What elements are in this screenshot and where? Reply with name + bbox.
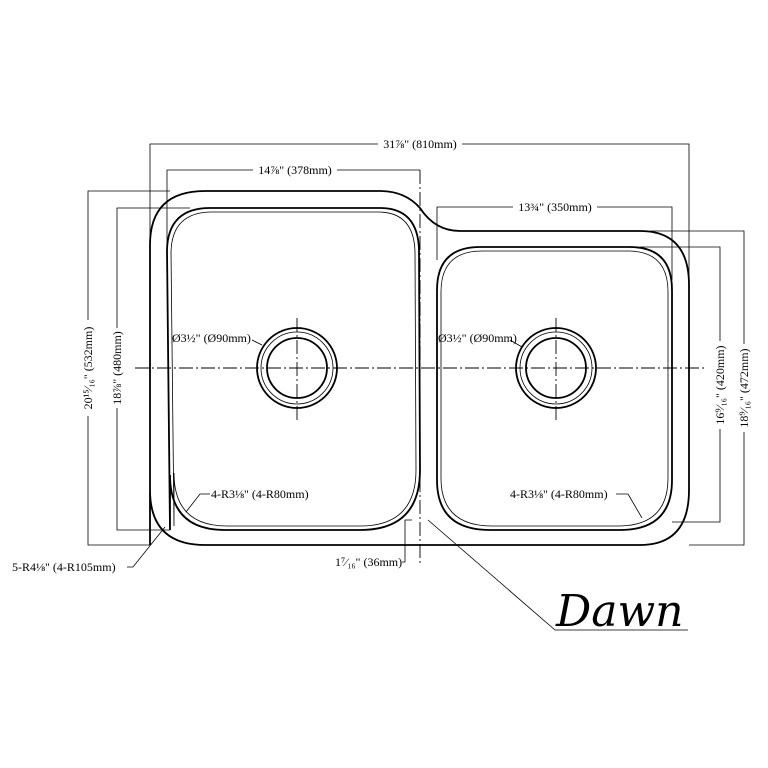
- left-bowl-outline: [166, 207, 421, 531]
- right-bowl-depth-label: 16⁹⁄₁₆" (420mm): [713, 345, 727, 424]
- right-bowl-width-label: 13¾" (350mm): [518, 200, 592, 214]
- overall-width-label: 31⅞" (810mm): [383, 137, 457, 151]
- divider-width-label: 1⁷⁄₁₆" (36mm): [335, 555, 402, 569]
- left-bowl-depth-label: 18⅞" (480mm): [110, 331, 124, 405]
- overall-depth-right-label: 18⁹⁄₁₆" (472mm): [737, 348, 751, 427]
- left-drain-label: Ø3½" (Ø90mm): [172, 331, 251, 345]
- left-bowl-radius-label: 4-R3⅛" (4-R80mm): [211, 487, 309, 501]
- dawn-logo: Dawn: [555, 586, 684, 637]
- right-bowl-radius-label: 4-R3⅛" (4-R80mm): [510, 487, 608, 501]
- left-bowl-width-label: 14⅞" (378mm): [258, 163, 332, 177]
- sink-outer-outline: [149, 190, 690, 546]
- right-bowl-outline: [436, 246, 673, 531]
- overall-depth-left-label: 20¹⁵⁄₁₆" (532mm): [81, 327, 95, 410]
- right-drain-label: Ø3½" (Ø90mm): [438, 331, 517, 345]
- outer-radius-label: 5-R4⅛" (4-R105mm): [12, 560, 116, 574]
